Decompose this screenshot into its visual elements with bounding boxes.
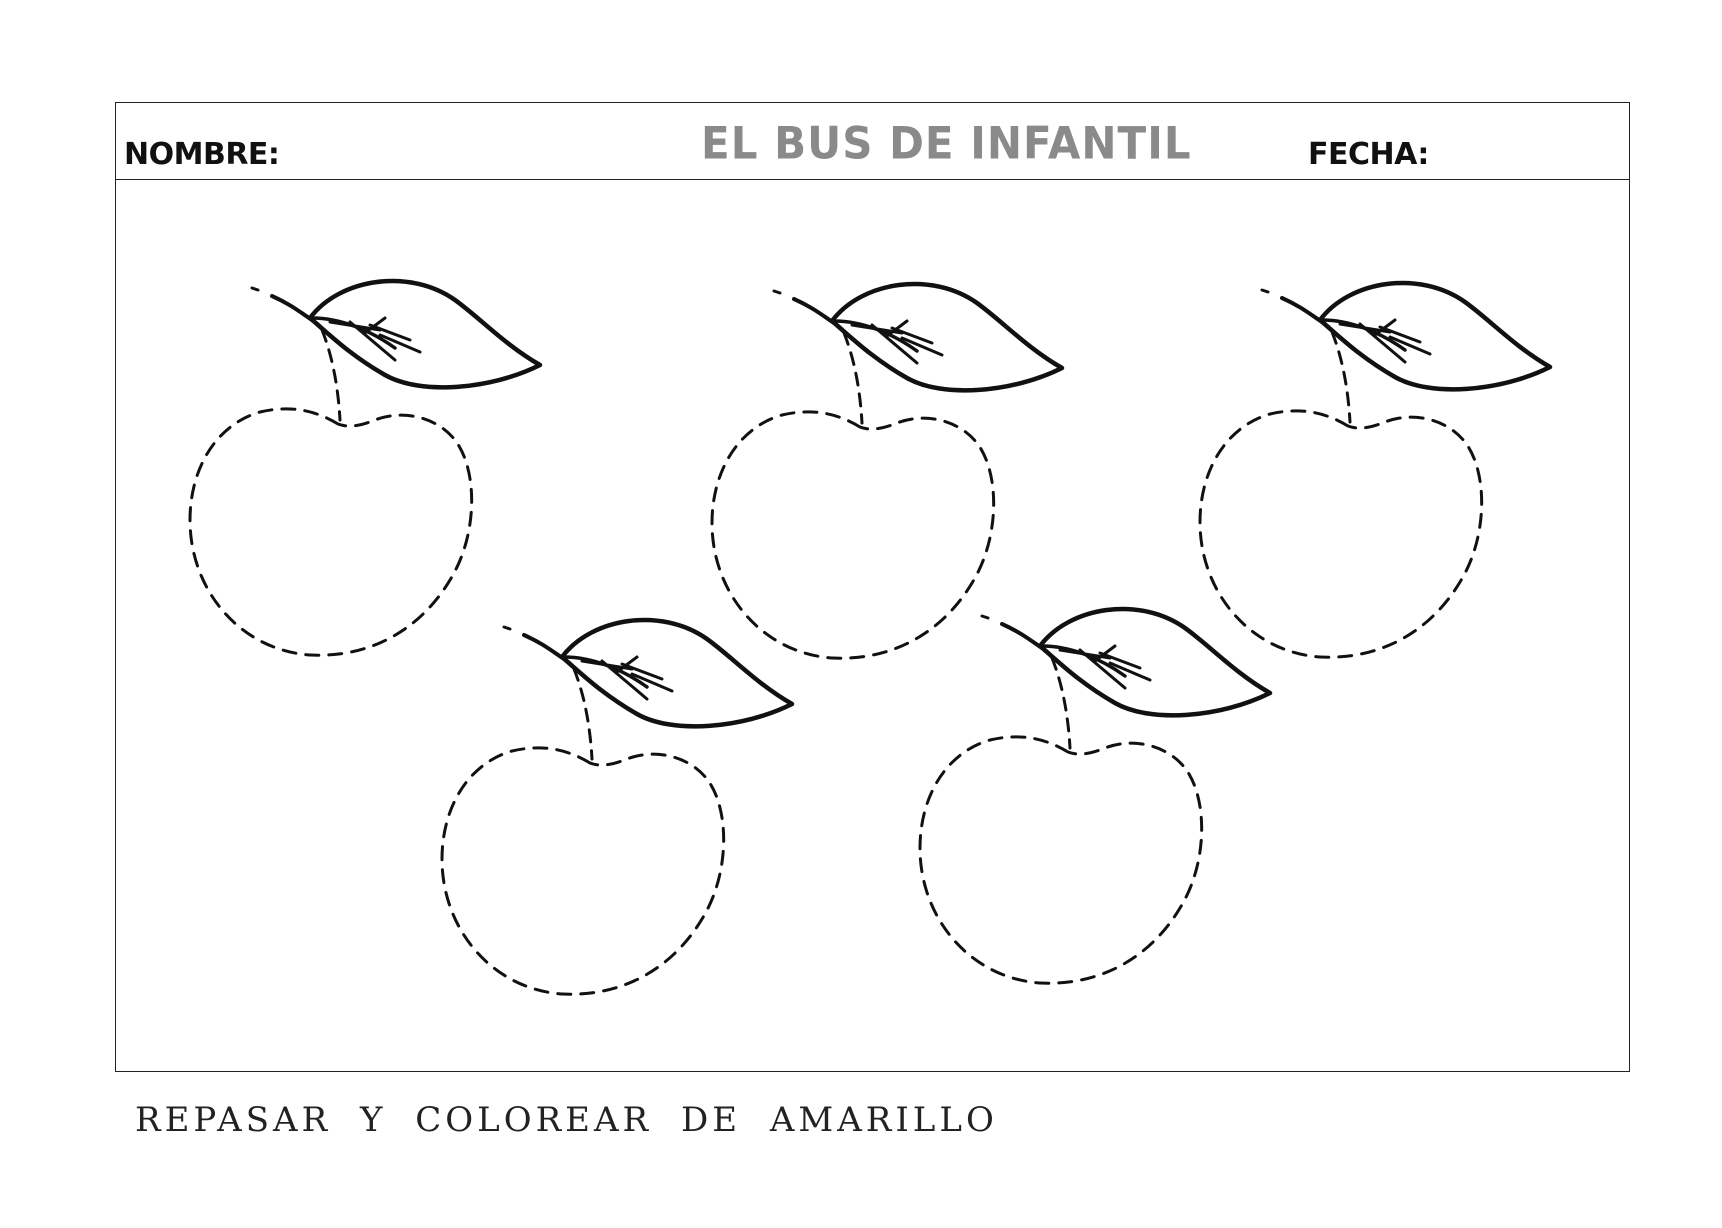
header-divider: [116, 179, 1629, 180]
instruction-text: REPASAR Y COLOREAR DE AMARILLO: [135, 1100, 998, 1140]
fecha-label: FECHA:: [1308, 137, 1429, 172]
nombre-label: NOMBRE:: [124, 137, 280, 172]
apple-4: [442, 620, 792, 994]
apple-1: [190, 281, 540, 655]
apple-3: [1200, 283, 1550, 657]
apple-5: [920, 609, 1270, 983]
worksheet-frame: NOMBRE: EL BUS DE INFANTIL FECHA:: [115, 102, 1630, 1072]
site-title: EL BUS DE INFANTIL: [701, 117, 1192, 170]
apple-2: [712, 284, 1062, 658]
